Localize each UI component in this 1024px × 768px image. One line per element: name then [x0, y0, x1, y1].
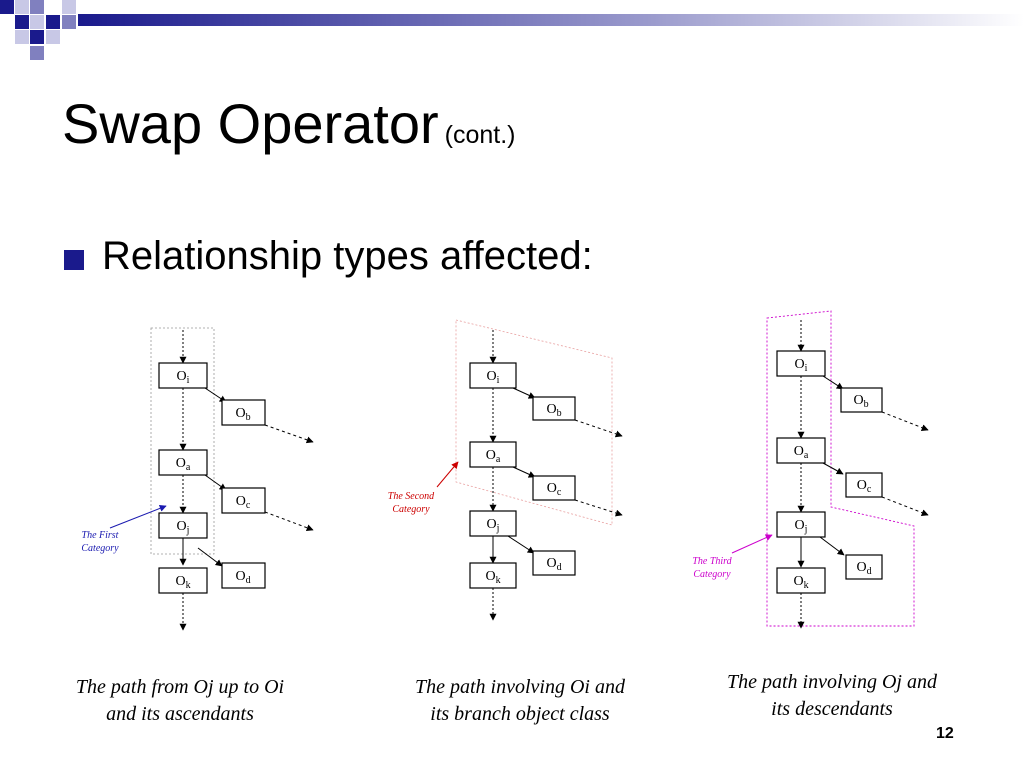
svg-text:Od: Od: [856, 560, 871, 577]
svg-text:Oa: Oa: [176, 456, 191, 473]
caption-third: The path involving Oj and its descendant…: [702, 669, 962, 723]
node-oc: Oc: [221, 487, 266, 514]
node-oc: Oc: [532, 475, 576, 501]
category-label-line: The Second: [388, 491, 435, 502]
svg-text:Oa: Oa: [486, 448, 501, 465]
category-label-line: Category: [392, 504, 430, 515]
svg-text:Ob: Ob: [546, 402, 561, 419]
header-square: [62, 0, 76, 14]
arrow: [512, 387, 536, 399]
category-label-line: The Third: [692, 556, 732, 567]
svg-text:Ob: Ob: [853, 393, 868, 410]
svg-text:Od: Od: [546, 556, 561, 573]
svg-text:Oj: Oj: [487, 517, 500, 534]
header-square: [46, 30, 60, 44]
diagram-area: Oi Ob Oa Oc Oj Od Ok The First Category: [81, 310, 929, 631]
node-ob: Ob: [840, 387, 883, 413]
node-oj: Oj: [158, 512, 208, 539]
node-ob: Ob: [532, 396, 576, 421]
title-suffix: (cont.): [444, 121, 516, 149]
diagram-third: Oi Ob Oa Oc Oj Od Ok The Third Category: [692, 310, 929, 629]
node-oa: Oa: [776, 437, 826, 464]
header-square: [62, 15, 76, 29]
caption-first: The path from Oj up to Oi and its ascend…: [50, 674, 310, 728]
category-label-line: Category: [81, 543, 119, 554]
header-square: [15, 15, 29, 29]
svg-text:Oa: Oa: [794, 444, 809, 461]
svg-text:Oj: Oj: [177, 519, 190, 536]
arrow: [197, 547, 223, 567]
caption-line: The path involving Oj and: [727, 671, 937, 693]
arrow: [881, 496, 929, 516]
node-ok: Ok: [776, 567, 826, 594]
diagram-second: Oi Ob Oa Oc Oj Od Ok The Second Category: [388, 319, 623, 621]
header-square: [15, 0, 29, 14]
arrow: [574, 419, 623, 438]
arrow: [264, 424, 314, 444]
node-oj: Oj: [776, 511, 826, 538]
node-oi: Oi: [469, 362, 517, 389]
svg-text:Ok: Ok: [793, 574, 808, 591]
node-oc: Oc: [845, 472, 883, 498]
diagram-first: Oi Ob Oa Oc Oj Od Ok The First Category: [81, 327, 314, 631]
svg-text:Ok: Ok: [485, 569, 500, 586]
header-gradient-bar: [78, 14, 1024, 26]
category-region: [766, 310, 915, 627]
node-od: Od: [532, 550, 576, 576]
category-label-line: Category: [693, 569, 731, 580]
svg-text:Od: Od: [235, 569, 250, 586]
svg-text:Ob: Ob: [235, 406, 250, 423]
page-number: 12: [936, 725, 954, 742]
node-oi: Oi: [158, 362, 208, 389]
svg-text:Oc: Oc: [857, 478, 872, 495]
svg-text:Ok: Ok: [175, 574, 190, 591]
header-square: [46, 15, 60, 29]
header-square: [0, 0, 14, 14]
node-ok: Ok: [158, 567, 208, 594]
category-pointer-arrow: [731, 534, 773, 554]
arrow: [574, 499, 623, 517]
header-square: [15, 30, 29, 44]
caption-line: its descendants: [771, 698, 893, 720]
header-square: [30, 30, 44, 44]
arrow: [881, 411, 929, 431]
node-oi: Oi: [776, 350, 826, 377]
node-od: Od: [221, 562, 266, 589]
arrow: [264, 511, 314, 532]
caption-second: The path involving Oi and its branch obj…: [390, 674, 650, 728]
category-pointer-arrow: [109, 505, 167, 529]
caption-line: and its ascendants: [106, 703, 254, 725]
header-square: [30, 15, 44, 29]
caption-line: its branch object class: [430, 703, 610, 725]
header-decoration: [0, 0, 1024, 60]
slide-title: Swap Operator(cont.): [62, 96, 516, 152]
node-oa: Oa: [158, 449, 208, 476]
bullet-text: Relationship types affected:: [102, 234, 593, 278]
svg-text:Oi: Oi: [177, 369, 190, 386]
title-main: Swap Operator: [62, 92, 439, 155]
arrow: [507, 535, 535, 554]
arrow: [822, 375, 844, 390]
svg-text:Oi: Oi: [487, 369, 500, 386]
svg-text:Oj: Oj: [795, 518, 808, 535]
category-label-line: The First: [82, 530, 119, 541]
caption-line: The path from Oj up to Oi: [75, 676, 285, 698]
svg-text:Oc: Oc: [236, 494, 251, 511]
svg-text:Oc: Oc: [547, 481, 562, 498]
bullet-square-icon: [64, 250, 84, 270]
node-ob: Ob: [221, 399, 266, 426]
category-pointer-arrow: [436, 461, 459, 488]
arrow: [822, 462, 844, 475]
header-square: [30, 0, 44, 14]
node-oa: Oa: [469, 441, 517, 468]
node-oj: Oj: [469, 510, 517, 537]
svg-text:Oi: Oi: [795, 357, 808, 374]
node-od: Od: [845, 554, 883, 580]
arrow: [512, 466, 536, 478]
arrow: [819, 536, 845, 556]
node-ok: Ok: [469, 562, 517, 589]
caption-line: The path involving Oi and: [415, 676, 625, 698]
header-square: [30, 46, 44, 60]
